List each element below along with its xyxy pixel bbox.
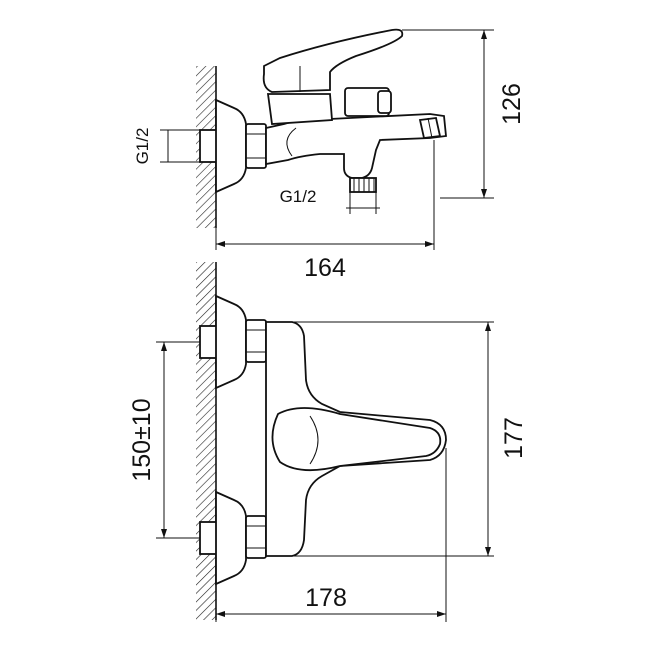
front-wall-hatch bbox=[196, 262, 216, 620]
dim-thread-outlet: G1/2 bbox=[280, 187, 317, 206]
dim-center-distance: 150±10 bbox=[128, 398, 156, 481]
dim-height-126: 126 bbox=[498, 83, 526, 125]
dim-length-178: 178 bbox=[305, 584, 347, 612]
dim-length-164: 164 bbox=[304, 254, 346, 282]
dim-thread-inlet: G1/2 bbox=[133, 128, 152, 165]
side-view: 126 G1/2 G1/2 164 bbox=[133, 28, 526, 282]
front-view: 177 150±10 178 bbox=[128, 262, 528, 622]
dim-height-177: 177 bbox=[500, 417, 528, 459]
